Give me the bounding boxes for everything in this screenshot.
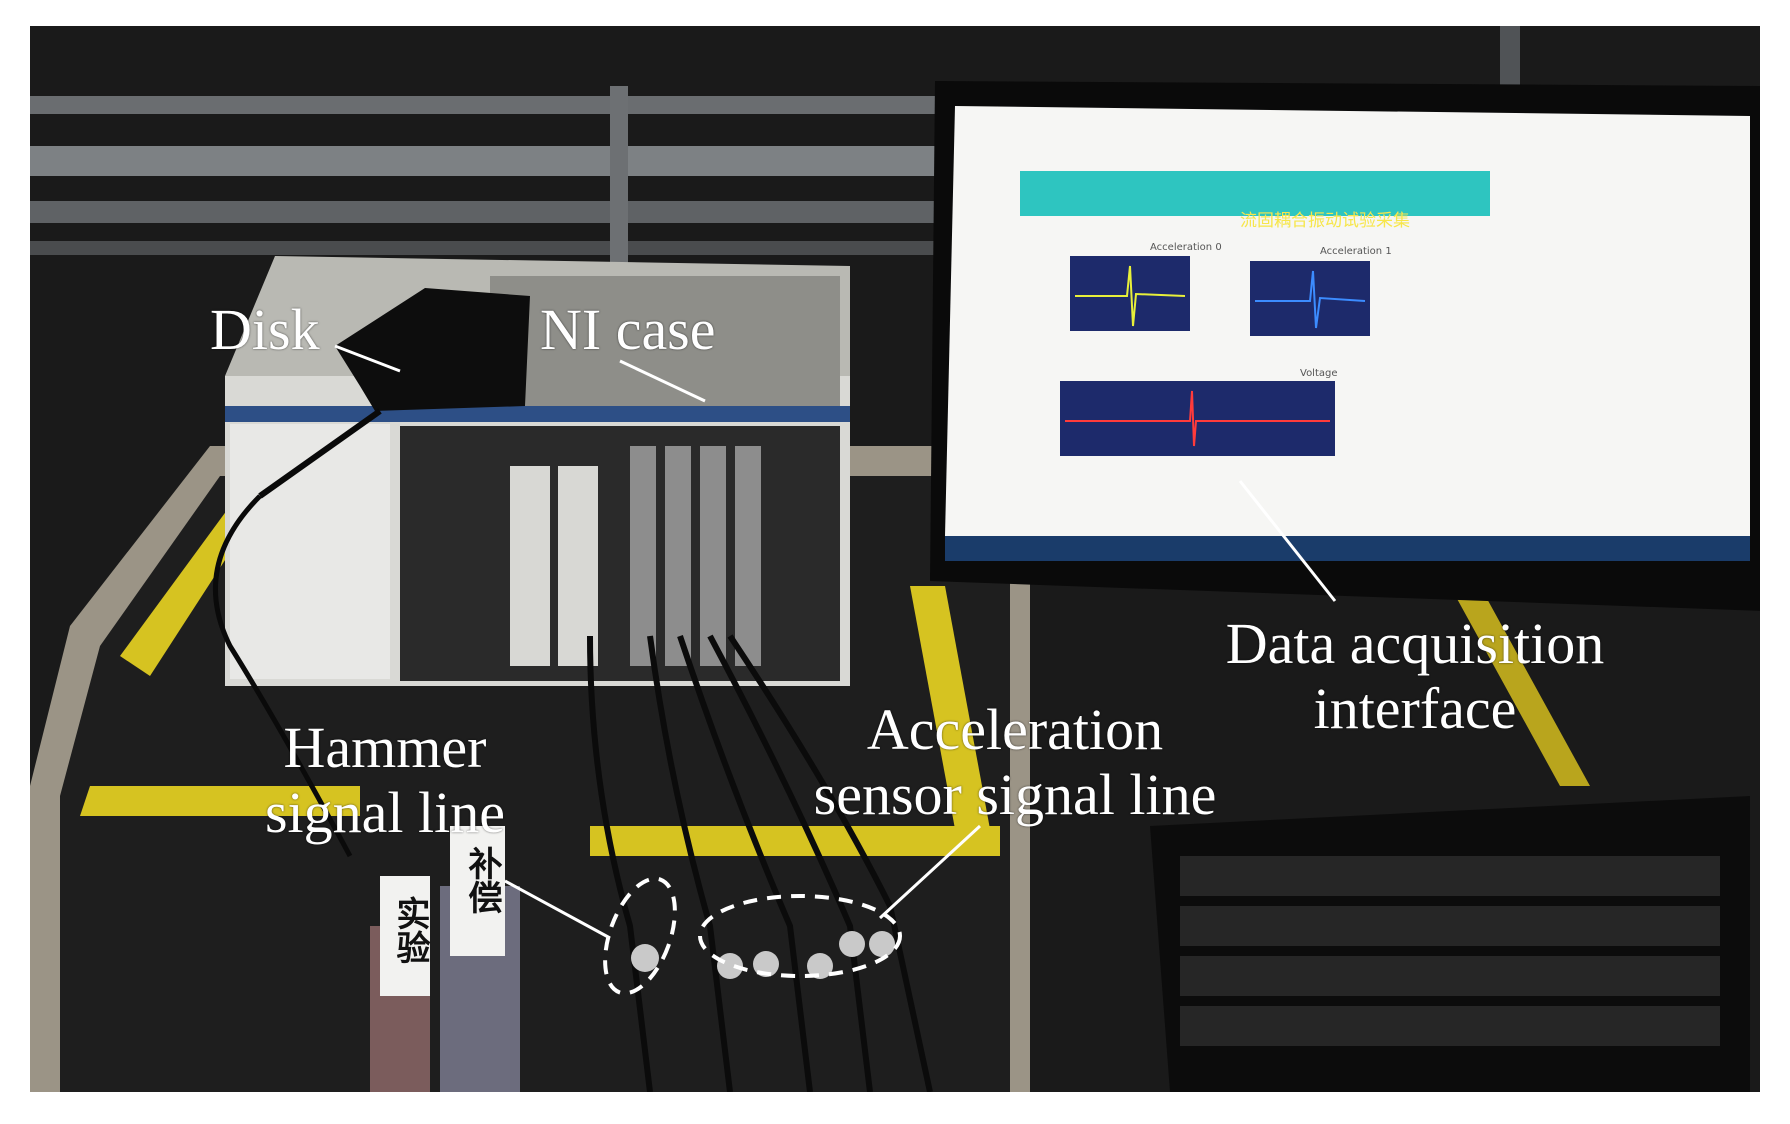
cable	[677, 635, 813, 1092]
rack-rail	[30, 146, 1030, 176]
ni-case-stripe	[225, 406, 850, 422]
sticker-right	[450, 826, 505, 956]
rack-rail	[30, 241, 1030, 255]
label-acceleration-sensor-signal-line: Acceleration sensor signal line	[785, 697, 1245, 828]
disk-cable	[212, 494, 353, 858]
floor-tape	[80, 786, 360, 816]
leader-accel	[878, 824, 982, 920]
photo-frame: 流固耦合振动试验采集 Acceleration 0 Acceleration 1…	[30, 26, 1760, 1092]
window-titlebar	[1020, 171, 1490, 216]
rack-rail	[30, 96, 1030, 114]
label-line: Acceleration	[866, 697, 1164, 762]
leader-hammer	[504, 879, 611, 940]
cable	[647, 635, 733, 1092]
ni-module	[510, 466, 550, 666]
label-ni-case: NI case	[540, 297, 716, 362]
floor-tape	[910, 586, 995, 856]
label-hammer-signal-line: Hammer signal line	[235, 715, 535, 846]
taskbar	[945, 536, 1750, 561]
cable	[707, 634, 873, 1092]
trace-blue	[1255, 270, 1366, 329]
lab-scene	[30, 26, 1760, 1092]
floor-tape	[590, 826, 1000, 856]
ni-module	[558, 466, 598, 666]
label-line: signal line	[264, 779, 505, 845]
accel-ellipse	[698, 894, 902, 978]
bnc-connectors	[631, 931, 895, 979]
sticker-text-left: 实验	[390, 896, 430, 964]
channel-label: Voltage	[1300, 368, 1338, 379]
disk-body	[335, 288, 530, 411]
floor-tape	[1450, 586, 1590, 786]
ni-module	[735, 446, 761, 666]
disk-cable	[258, 408, 382, 499]
sticker-left	[380, 876, 430, 996]
leader-data-acq	[1238, 480, 1337, 602]
label-line: Data acquisition	[1225, 611, 1605, 676]
label-line: sensor signal line	[813, 761, 1217, 827]
hammer-ellipse	[603, 876, 677, 996]
keyboard-keys	[1180, 856, 1720, 1046]
label-line: Hammer	[283, 715, 487, 780]
ni-module	[630, 446, 656, 666]
ni-case-panel	[230, 424, 390, 679]
leader-ni-case	[619, 359, 706, 403]
trace-yellow	[1075, 265, 1186, 327]
channel-label: Acceleration 1	[1320, 246, 1392, 257]
vent-grille	[490, 276, 840, 406]
ni-module	[665, 446, 691, 666]
sticker-text-right: 补偿	[462, 846, 502, 914]
channel-label: Acceleration 0	[1150, 242, 1222, 253]
rack-rail	[30, 201, 1030, 223]
window-title: 流固耦合振动试验采集	[1240, 211, 1410, 231]
cable	[727, 634, 933, 1092]
leader-disk	[334, 344, 401, 373]
label-disk: Disk	[210, 297, 320, 362]
label-data-acquisition: Data acquisition interface	[1200, 611, 1630, 742]
label-line: interface	[1313, 675, 1517, 741]
trace-red	[1065, 390, 1330, 447]
ni-module	[700, 446, 726, 666]
plot-red	[1060, 381, 1335, 456]
ni-case-slots	[400, 426, 840, 681]
